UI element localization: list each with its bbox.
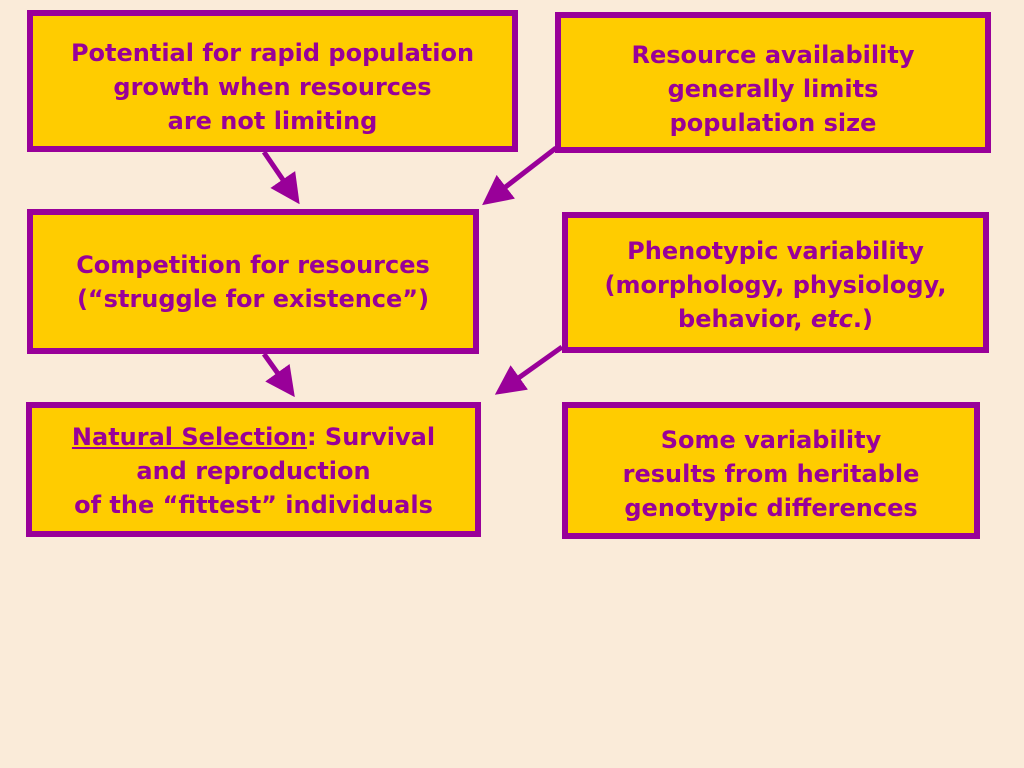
box-text-line: and reproduction: [136, 457, 371, 485]
box-text-line: are not limiting: [167, 107, 378, 135]
box-text-line: population size: [669, 109, 877, 137]
box-text-line: results from heritable: [622, 460, 920, 488]
natural-selection-term: Natural Selection: [71, 423, 307, 451]
box-text-line: of the “fittest” individuals: [74, 491, 433, 519]
box-text-line: Resource availability: [631, 41, 915, 69]
box-natural-selection: Natural Selection: Survival and reproduc…: [26, 402, 481, 537]
box-text-line: generally limits: [667, 75, 879, 103]
box-competition: Competition for resources (“struggle for…: [27, 209, 479, 354]
arrow-resources-to-competition: [482, 146, 558, 206]
text-segment: behavior,: [678, 305, 811, 333]
text-segment: .): [852, 305, 873, 333]
box-text-line: Some variability: [660, 426, 882, 454]
box-text-line: genotypic differences: [624, 494, 918, 522]
box-text-line: behavior, etc.): [678, 302, 873, 336]
arrow-growth-to-competition: [261, 150, 300, 205]
box-text-line: (“struggle for existence”): [76, 284, 430, 313]
box-resource-availability: Resource availability generally limits p…: [555, 12, 991, 153]
box-text-line: Competition for resources: [76, 250, 430, 279]
box-text-line: Potential for rapid population: [70, 39, 475, 67]
box-text-line: Phenotypic variability: [627, 237, 924, 265]
arrow-competition-to-selection: [261, 352, 295, 398]
box-text-line: (morphology, physiology,: [604, 271, 947, 299]
arrow-phenotypic-to-selection: [494, 344, 564, 395]
box-rapid-population-growth: Potential for rapid population growth wh…: [27, 10, 518, 152]
box-heritable-variability: Some variability results from heritable …: [562, 402, 980, 539]
box-title-line: Natural Selection: Survival: [72, 420, 435, 454]
text-segment: : Survival: [306, 423, 436, 451]
box-phenotypic-variability: Phenotypic variability (morphology, phys…: [562, 212, 989, 353]
box-text-line: growth when resources: [113, 73, 432, 101]
italic-etc-text: etc: [810, 305, 853, 333]
